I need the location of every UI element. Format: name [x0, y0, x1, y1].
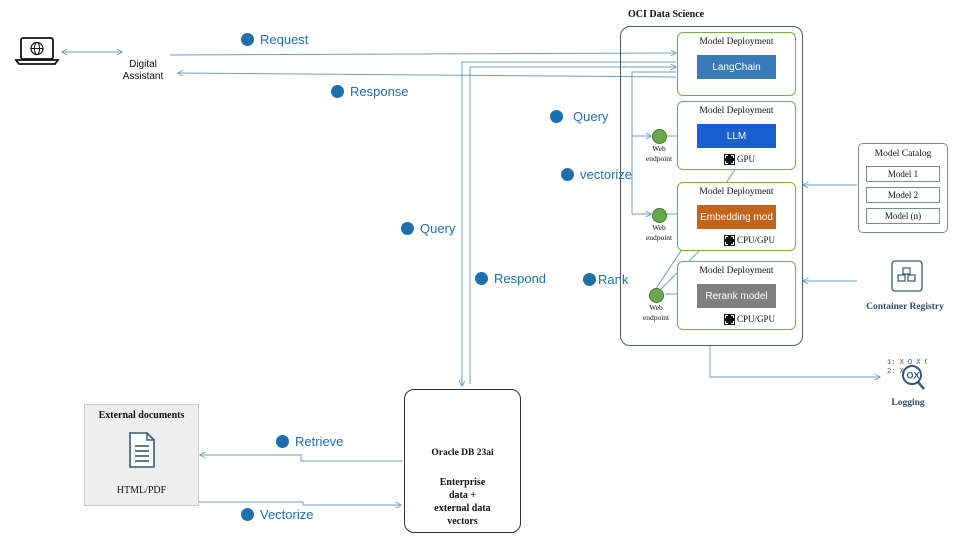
- model-deployment-embedding[interactable]: Model Deployment Embedding mod CPU/GPU: [677, 182, 796, 251]
- logging-icon[interactable]: 1: X O X O X 2: X O OX: [885, 355, 938, 393]
- oracle-db-box[interactable]: Oracle DB 23ai Enterprise data + externa…: [404, 389, 521, 533]
- logging-label: Logging: [891, 398, 925, 408]
- llm-model-box: LLM: [697, 124, 776, 148]
- container-registry-icon[interactable]: [891, 260, 923, 292]
- step-dot-icon: [401, 222, 414, 235]
- step-query-left: Query: [401, 221, 455, 236]
- chip-icon: [724, 153, 735, 165]
- catalog-item[interactable]: Model (n): [866, 208, 940, 224]
- step-dot-icon: [475, 272, 488, 285]
- hardware-label: CPU/GPU: [724, 234, 775, 246]
- chip-icon: [724, 313, 735, 325]
- deployment-title: Model Deployment: [699, 187, 774, 197]
- external-documents-title: External documents: [98, 410, 185, 421]
- deployment-title: Model Deployment: [699, 106, 774, 116]
- svg-text:OX: OX: [907, 371, 920, 381]
- langchain-model-box: LangChain: [697, 55, 776, 79]
- web-endpoint-label: Web endpoint: [645, 144, 673, 163]
- hardware-label: CPU/GPU: [724, 313, 775, 325]
- step-vectorize-bottom: Vectorize: [241, 507, 313, 522]
- rerank-model-box: Rerank model: [697, 284, 776, 308]
- deployment-title: Model Deployment: [699, 37, 774, 47]
- model-catalog-title: Model Catalog: [874, 149, 932, 159]
- chip-icon: [724, 234, 735, 246]
- catalog-item[interactable]: Model 1: [866, 166, 940, 182]
- web-endpoint-embedding-icon[interactable]: [652, 208, 667, 223]
- external-documents-box[interactable]: External documents HTML/PDF: [84, 404, 199, 506]
- step-dot-icon: [550, 110, 563, 123]
- embedding-model-box: Embedding mod: [697, 205, 776, 229]
- step-dot-icon: [276, 435, 289, 448]
- db-body: Enterprise data + external data vectors: [434, 477, 491, 527]
- step-dot-icon: [241, 508, 254, 521]
- external-documents-format: HTML/PDF: [116, 485, 167, 496]
- step-retrieve: Retrieve: [276, 434, 343, 449]
- svg-text:2: X O: 2: X O: [887, 368, 912, 376]
- db-title: Oracle DB 23ai: [431, 448, 494, 458]
- model-deployment-llm[interactable]: Model Deployment LLM GPU: [677, 101, 796, 170]
- web-endpoint-llm-icon[interactable]: [652, 129, 667, 144]
- step-dot-icon: [331, 85, 344, 98]
- model-deployment-rerank[interactable]: Model Deployment Rerank model CPU/GPU: [677, 261, 796, 330]
- oci-data-science-group: [620, 26, 803, 346]
- web-endpoint-label: Web endpoint: [642, 303, 670, 322]
- model-catalog[interactable]: Model Catalog Model 1 Model 2 Model (n): [858, 143, 948, 233]
- step-request: Request: [241, 32, 308, 47]
- laptop-icon: [14, 36, 60, 66]
- web-endpoint-rerank-icon[interactable]: [649, 288, 664, 303]
- web-endpoint-label: Web endpoint: [645, 223, 673, 242]
- document-icon: [128, 432, 156, 468]
- catalog-item[interactable]: Model 2: [866, 187, 940, 203]
- digital-assistant-label: Digital Assistant: [122, 59, 164, 82]
- model-deployment-langchain[interactable]: Model Deployment LangChain: [677, 32, 796, 96]
- step-dot-icon: [583, 273, 596, 286]
- step-vectorize-mid: vectorize: [561, 167, 632, 182]
- hardware-label: GPU: [724, 153, 755, 165]
- step-dot-icon: [241, 33, 254, 46]
- step-dot-icon: [561, 168, 574, 181]
- deployment-title: Model Deployment: [699, 266, 774, 276]
- step-response: Response: [331, 84, 409, 99]
- svg-text:1: X O X O X: 1: X O X O X: [887, 359, 927, 367]
- step-query-top: Query: [550, 109, 608, 124]
- oci-data-science-title: OCI Data Science: [628, 9, 705, 20]
- step-respond: Respond: [475, 271, 546, 286]
- container-registry-label: Container Registry: [866, 302, 944, 312]
